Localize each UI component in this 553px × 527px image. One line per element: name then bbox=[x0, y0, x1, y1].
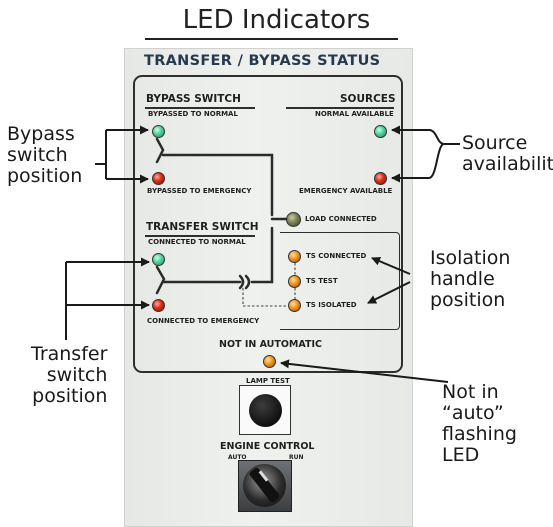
not-auto-callout-line-1: Not in bbox=[442, 381, 499, 403]
normal-available-label: NORMAL AVAILABLE bbox=[315, 110, 394, 118]
ts-isolation-box bbox=[280, 232, 400, 330]
bypass-callout: Bypass switch position bbox=[7, 124, 82, 187]
sources-title: SOURCES bbox=[340, 93, 396, 105]
title-underline bbox=[145, 38, 398, 40]
not-auto-callout-arrow bbox=[280, 359, 449, 383]
engine-control-auto-label: AUTO bbox=[228, 454, 247, 461]
bypassed-to-normal-led bbox=[152, 125, 165, 138]
ts-test-label: TS TEST bbox=[306, 277, 338, 285]
normal-available-led bbox=[374, 125, 387, 138]
bypass-callout-bracket bbox=[95, 125, 149, 184]
isolation-callout-line-3: position bbox=[430, 289, 506, 311]
emergency-available-led bbox=[374, 172, 387, 185]
not-auto-callout-line-4: LED bbox=[442, 444, 480, 466]
isolation-callout: Isolation handle position bbox=[430, 248, 510, 311]
bypass-callout-line-2: switch bbox=[7, 144, 68, 166]
isolation-callout-line-2: handle bbox=[430, 268, 495, 290]
transfer-switch-symbol bbox=[155, 217, 288, 295]
not-in-automatic-led bbox=[263, 355, 276, 368]
transfer-callout-line-3: position bbox=[32, 385, 108, 407]
status-box bbox=[133, 75, 403, 373]
ts-connected-label: TS CONNECTED bbox=[306, 252, 367, 260]
engine-control-title: ENGINE CONTROL bbox=[220, 441, 315, 452]
engine-control-run-label: RUN bbox=[289, 454, 304, 461]
source-callout-line-1: Source bbox=[462, 132, 528, 154]
connected-to-emergency-led bbox=[152, 299, 165, 312]
lamp-test-label: LAMP TEST bbox=[246, 377, 290, 385]
not-auto-callout: Not in “auto” flashing LED bbox=[442, 382, 517, 466]
bypassed-to-emergency-led bbox=[152, 172, 165, 185]
transfer-switch-rule bbox=[145, 235, 255, 237]
source-callout-line-2: availability bbox=[462, 153, 553, 175]
connected-to-normal-led bbox=[152, 253, 165, 266]
transfer-switch-title: TRANSFER SWITCH bbox=[146, 221, 259, 233]
source-callout: Source availability bbox=[462, 133, 553, 175]
lamp-test-button[interactable] bbox=[249, 394, 282, 427]
isolation-callout-arrows bbox=[367, 256, 411, 304]
isolation-dashed-link bbox=[242, 263, 296, 307]
emergency-available-label: EMERGENCY AVAILABLE bbox=[299, 187, 393, 195]
transfer-callout-line-1: Transfer bbox=[31, 343, 108, 365]
not-in-automatic-label: NOT IN AUTOMATIC bbox=[219, 339, 322, 350]
ts-isolated-led bbox=[288, 299, 301, 312]
isolation-callout-line-1: Isolation bbox=[430, 247, 511, 269]
ts-connected-led bbox=[288, 250, 301, 263]
bypass-switch-symbol bbox=[155, 137, 274, 217]
transfer-callout-line-2: switch bbox=[46, 364, 108, 386]
bypass-callout-line-1: Bypass bbox=[7, 123, 75, 145]
sources-rule bbox=[286, 107, 394, 109]
connected-to-normal-label: CONNECTED TO NORMAL bbox=[148, 238, 246, 246]
bypass-switch-rule bbox=[145, 107, 255, 109]
source-callout-bracket bbox=[391, 125, 460, 183]
status-panel bbox=[124, 48, 413, 527]
connected-to-emergency-label: CONNECTED TO EMERGENCY bbox=[147, 317, 260, 325]
ts-test-led bbox=[288, 275, 301, 288]
bypassed-to-emergency-label: BYPASSED TO EMERGENCY bbox=[147, 187, 252, 195]
page-title: LED Indicators bbox=[182, 5, 371, 35]
not-auto-callout-line-3: flashing bbox=[442, 423, 517, 445]
bypass-switch-title: BYPASS SWITCH bbox=[146, 93, 241, 105]
not-auto-callout-line-2: “auto” bbox=[442, 402, 504, 424]
bypassed-to-normal-label: BYPASSED TO NORMAL bbox=[148, 110, 238, 118]
transfer-callout-bracket bbox=[65, 257, 150, 340]
panel-header: TRANSFER / BYPASS STATUS bbox=[144, 53, 381, 69]
bypass-callout-line-3: position bbox=[7, 165, 83, 187]
load-connected-label: LOAD CONNECTED bbox=[305, 215, 377, 223]
ts-isolated-label: TS ISOLATED bbox=[306, 301, 357, 309]
transfer-callout: Transfer switch position bbox=[31, 344, 107, 407]
